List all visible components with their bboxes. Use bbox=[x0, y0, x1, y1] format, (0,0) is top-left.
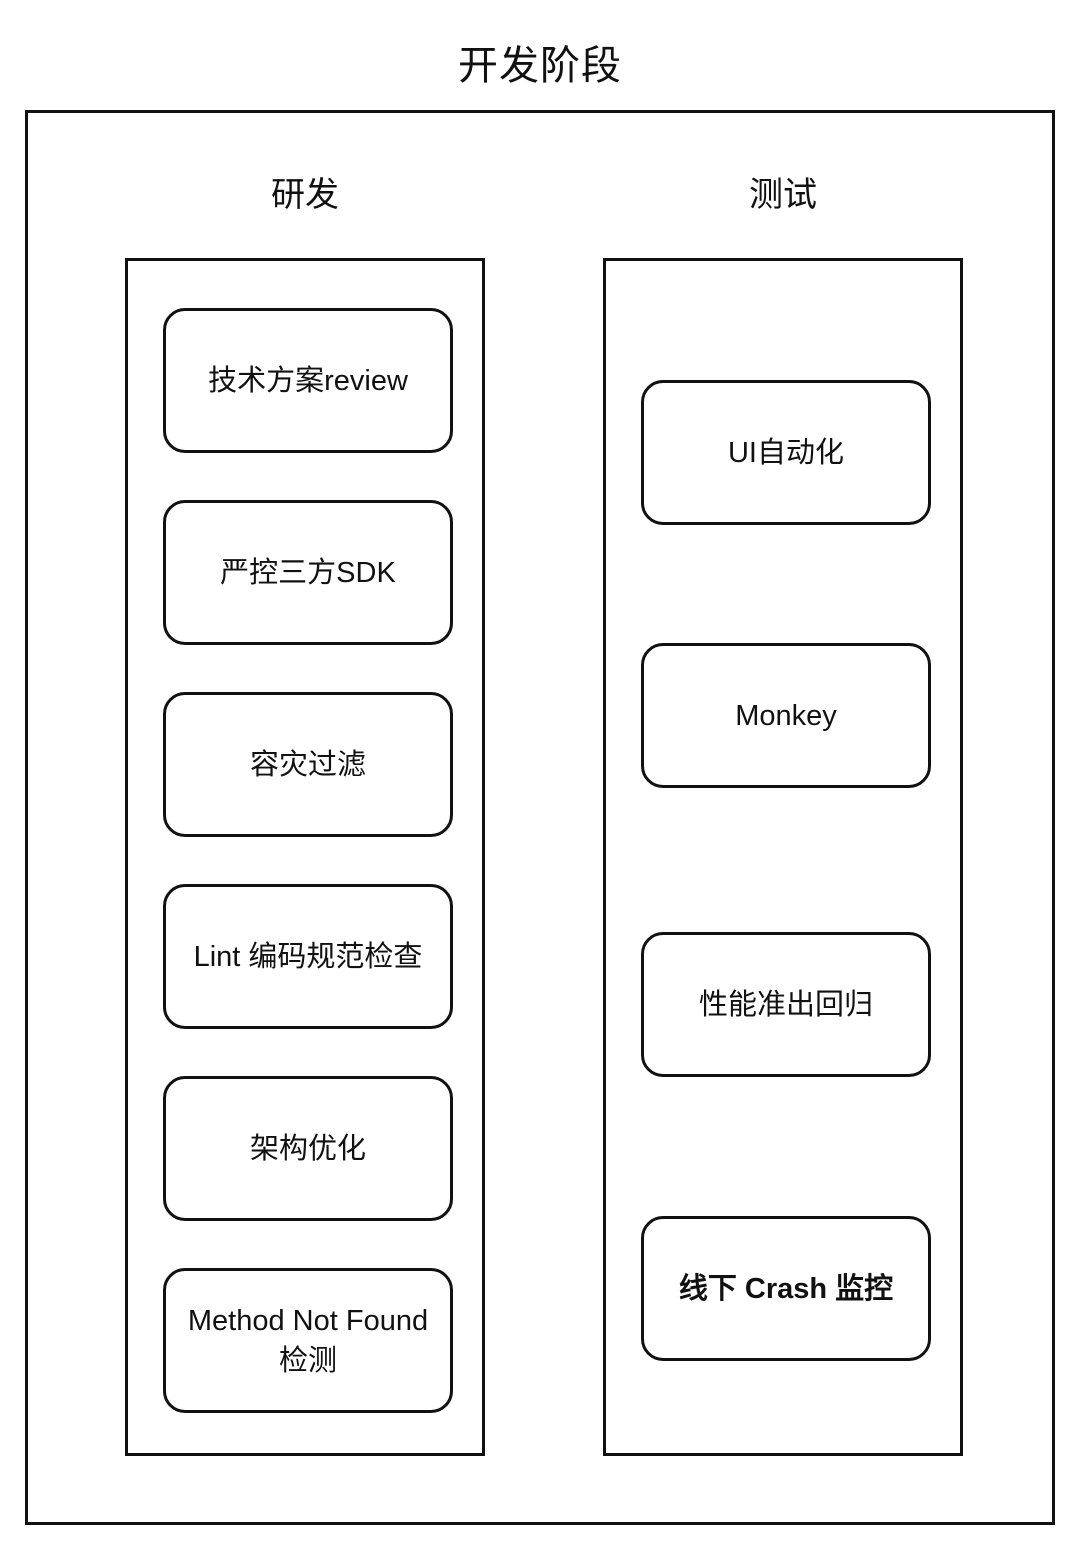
lane-dev: 技术方案review 严控三方SDK 容灾过滤 Lint 编码规范检查 架构优化… bbox=[125, 258, 485, 1456]
task-label: 性能准出回归 bbox=[698, 988, 873, 1021]
task-label: Method Not Found 检测 bbox=[187, 1304, 429, 1377]
column-header-dev: 研发 bbox=[271, 176, 339, 214]
task-label: 架构优化 bbox=[249, 1132, 366, 1165]
task-box-test-2[interactable]: Monkey bbox=[641, 643, 931, 788]
diagram-outer-frame: 研发 技术方案review 严控三方SDK 容灾过滤 Lint 编码规范检查 架… bbox=[25, 110, 1055, 1525]
task-box-test-3[interactable]: 性能准出回归 bbox=[641, 932, 931, 1077]
task-label: 线下 Crash 监控 bbox=[678, 1272, 894, 1305]
task-label: Monkey bbox=[735, 699, 837, 732]
task-box-dev-2[interactable]: 严控三方SDK bbox=[163, 500, 453, 645]
task-label: Lint 编码规范检查 bbox=[193, 940, 423, 973]
task-box-test-1[interactable]: UI自动化 bbox=[641, 380, 931, 525]
page-title: 开发阶段 bbox=[458, 44, 622, 88]
column-header-test: 测试 bbox=[749, 176, 817, 214]
task-label: 容灾过滤 bbox=[249, 748, 366, 781]
lane-test: UI自动化 Monkey 性能准出回归 线下 Crash 监控 bbox=[603, 258, 963, 1456]
task-label: 技术方案review bbox=[208, 364, 408, 397]
task-box-dev-5[interactable]: 架构优化 bbox=[163, 1076, 453, 1221]
task-box-dev-1[interactable]: 技术方案review bbox=[163, 308, 453, 453]
task-box-dev-4[interactable]: Lint 编码规范检查 bbox=[163, 884, 453, 1029]
task-label: 严控三方SDK bbox=[220, 556, 396, 589]
task-box-dev-6[interactable]: Method Not Found 检测 bbox=[163, 1268, 453, 1413]
task-label: UI自动化 bbox=[727, 436, 844, 469]
task-box-test-4[interactable]: 线下 Crash 监控 bbox=[641, 1216, 931, 1361]
task-box-dev-3[interactable]: 容灾过滤 bbox=[163, 692, 453, 837]
